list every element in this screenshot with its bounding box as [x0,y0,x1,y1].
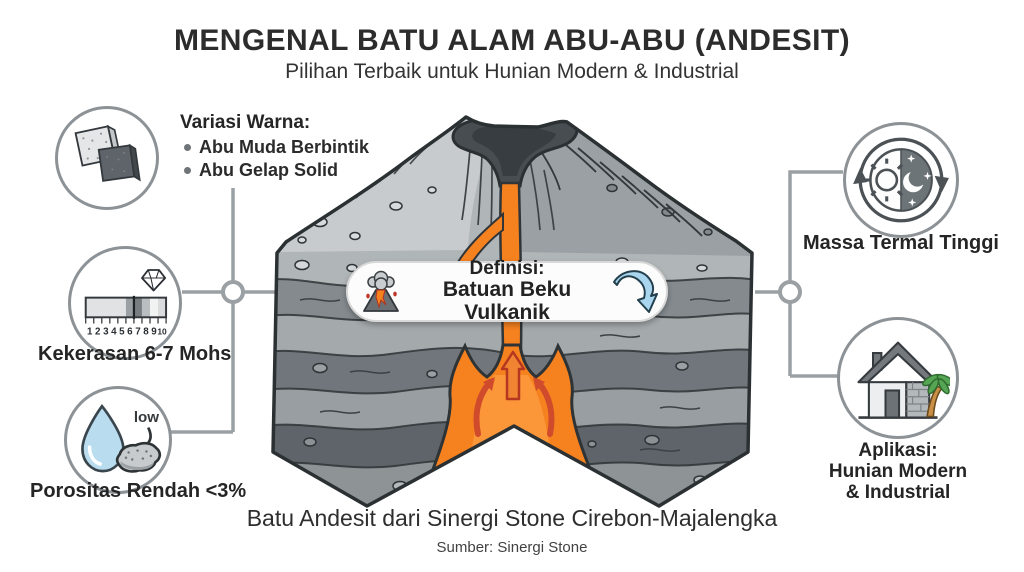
water-drop-sponge-icon: low [81,404,162,473]
page-title: MENGENAL BATU ALAM ABU-ABU (ANDESIT) [173,24,850,57]
definition-pill: Definisi: Batuan Beku Vulkanik [346,257,668,325]
bullet-dot [184,167,191,174]
day-night-cycle-icon [853,137,949,223]
thermal-badge [843,122,959,238]
list-item: Abu Muda Berbintik [184,136,369,159]
palm-tree-icon [922,373,950,418]
thermal-label: Massa Termal Tinggi [803,232,999,254]
hardness-badge: 1 2 3 4 5 6 7 8 9 10 [68,246,182,360]
connector-node-right [778,280,802,304]
mohs-scale-number: 7 [135,326,141,337]
connector-lines [166,170,843,434]
mohs-scale-number: 10 [157,326,167,336]
page-subtitle: Pilihan Terbaik untuk Hunian Modern & In… [285,60,739,83]
definition-text-block: Definisi: Batuan Beku Vulkanik [404,257,610,325]
list-item-label: Abu Gelap Solid [199,160,339,180]
footer-source: Sumber: Sinergi Stone [436,539,588,556]
connector-node-left [221,280,245,304]
definition-text: Batuan Beku Vulkanik [442,278,572,324]
bullet-dot [184,144,191,151]
color-variation-heading: Variasi Warna: [180,112,311,133]
moon-icon [903,169,926,193]
color-variation-list: Abu Muda Berbintik Abu Gelap Solid [184,136,369,182]
stars [907,154,932,207]
application-line: Aplikasi: [858,440,938,461]
curved-arrow-icon [613,269,658,313]
porosity-label: Porositas Rendah <3% [30,480,247,502]
stone-tiles-icon [74,124,141,182]
application-label: Aplikasi: Hunian Modern & Industrial [798,440,998,503]
mohs-scale-number: 1 [87,326,93,337]
hardness-label: Kekerasan 6-7 Mohs [38,343,232,365]
sponge-icon [115,441,162,473]
diamond-icon [141,269,167,292]
application-line: & Industrial [845,482,951,503]
footer-caption: Batu Andesit dari Sinergi Stone Cirebon-… [246,505,778,531]
porosity-badge: low [64,386,172,494]
modern-house-icon [857,341,950,419]
mohs-scale-number: 3 [103,326,109,337]
definition-heading: Definisi: [469,257,545,279]
mohs-scale-icon: 1 2 3 4 5 6 7 8 9 10 [84,269,168,337]
mohs-scale-number: 6 [127,326,133,337]
application-badge [837,317,959,439]
volcano-eruption-icon [363,270,399,312]
mohs-scale-number: 5 [119,326,125,337]
list-item-label: Abu Muda Berbintik [199,137,369,157]
magma-up-arrow [500,350,526,401]
mohs-scale-number: 4 [111,326,117,337]
magma-curved-arrows [473,377,555,437]
mohs-scale-number: 2 [95,326,101,337]
low-label: low [134,409,159,426]
list-item: Abu Gelap Solid [184,159,369,182]
color-variation-badge [55,106,159,210]
mohs-scale-number: 8 [143,326,149,337]
application-line: Hunian Modern [828,461,968,482]
mohs-scale-number: 9 [151,326,157,337]
